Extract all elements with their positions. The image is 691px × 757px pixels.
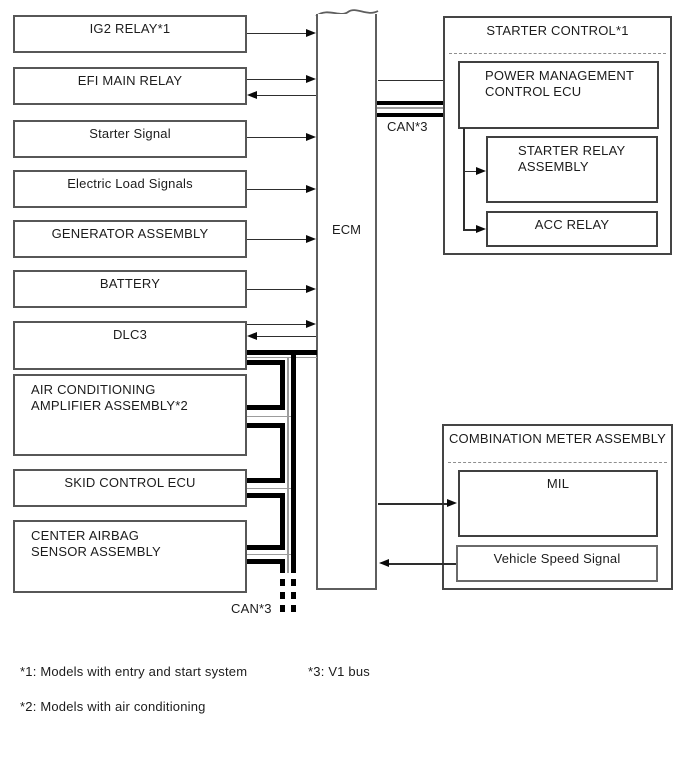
arrowhead-ecm-to-dlc3 bbox=[247, 331, 257, 340]
can-bus-vertical-left-bar-seg1 bbox=[280, 360, 285, 410]
arrowhead-starter-signal-to-ecm bbox=[306, 132, 316, 141]
can-branch-skid-center-line bbox=[246, 487, 291, 490]
arrowhead-generator-to-ecm bbox=[306, 234, 316, 243]
line-vehicle-speed-to-ecm bbox=[388, 563, 456, 565]
box-starter-signal: Starter Signal bbox=[13, 120, 247, 158]
ecm-box bbox=[315, 14, 378, 590]
box-mil: MIL bbox=[458, 470, 658, 537]
line-electric-load-to-ecm bbox=[247, 188, 308, 190]
line-efi-to-ecm bbox=[247, 79, 308, 81]
line-to-starter-relay bbox=[463, 170, 479, 173]
arrowhead-to-acc-relay bbox=[476, 225, 486, 234]
line-ecm-to-efi bbox=[256, 95, 316, 97]
can-bus-dash bbox=[290, 592, 296, 599]
can-branch-ac-top-bar bbox=[246, 405, 285, 410]
can-bus-dash bbox=[279, 605, 285, 612]
starter-control-title: STARTER CONTROL*1 bbox=[486, 23, 629, 38]
line-dlc3-to-ecm bbox=[247, 324, 308, 326]
can-bus-vertical-left-bar-seg2 bbox=[280, 422, 285, 483]
arrowhead-electric-load-to-ecm bbox=[306, 184, 316, 193]
box-center-airbag-sensor: CENTER AIRBAG SENSOR ASSEMBLY bbox=[13, 520, 247, 593]
line-to-acc-relay bbox=[463, 229, 479, 231]
can-bus-dash bbox=[279, 579, 285, 586]
can-bus-dlc3-bottom-bar bbox=[246, 360, 285, 365]
box-acc-relay: ACC RELAY bbox=[486, 210, 658, 247]
footnote-3: *3: V1 bus bbox=[308, 664, 370, 679]
box-electric-load-signals: Electric Load Signals bbox=[13, 170, 247, 208]
arrowhead-efi-to-ecm bbox=[306, 75, 316, 83]
can-bus-dlc3-center-line bbox=[246, 356, 317, 358]
box-starter-relay-assembly: STARTER RELAY ASSEMBLY bbox=[486, 136, 658, 203]
line-generator-to-ecm bbox=[247, 238, 308, 240]
starter-control-divider bbox=[449, 53, 666, 54]
arrowhead-vehicle-speed-to-ecm bbox=[379, 559, 389, 568]
can-bus-vertical-left-bar-seg3 bbox=[280, 493, 285, 550]
line-ecm-to-power-management bbox=[378, 79, 448, 81]
box-ig2-relay: IG2 RELAY*1 bbox=[13, 15, 247, 53]
arrowhead-ig2-to-ecm bbox=[306, 29, 316, 37]
box-air-conditioning-amplifier: AIR CONDITIONING AMPLIFIER ASSEMBLY*2 bbox=[13, 374, 247, 456]
box-battery: BATTERY bbox=[13, 270, 247, 308]
combination-meter-divider bbox=[448, 462, 667, 463]
can-branch-skid-top-bar bbox=[246, 478, 285, 483]
footnote-1: *1: Models with entry and start system bbox=[20, 664, 248, 679]
line-starter-signal-to-ecm bbox=[247, 136, 308, 138]
can-bus-vertical-center-line bbox=[287, 356, 289, 573]
line-ecm-to-dlc3 bbox=[256, 335, 316, 337]
can-bus-vertical-left-bar-seg4 bbox=[280, 558, 285, 573]
can-branch-ac-center-line bbox=[246, 415, 291, 418]
can-branch-airbag-bottom-bar bbox=[246, 558, 285, 564]
can-bus-vertical-right-bar bbox=[290, 354, 296, 573]
combination-meter-title: COMBINATION METER ASSEMBLY bbox=[448, 431, 667, 446]
arrowhead-to-starter-relay bbox=[476, 166, 486, 175]
arrowhead-ecm-to-mil bbox=[447, 499, 457, 508]
line-power-management-tee bbox=[463, 128, 465, 230]
line-battery-to-ecm bbox=[247, 288, 308, 290]
can-branch-ac-bottom-bar bbox=[246, 422, 285, 428]
box-dlc3: DLC3 bbox=[13, 321, 247, 370]
footnote-2: *2: Models with air conditioning bbox=[20, 699, 206, 714]
arrowhead-dlc3-to-ecm bbox=[306, 320, 316, 328]
can-bus-right-center-line bbox=[377, 107, 459, 109]
box-efi-main-relay: EFI MAIN RELAY bbox=[13, 67, 247, 105]
can-bus-dlc3-top-bar bbox=[246, 350, 317, 355]
box-generator-assembly: GENERATOR ASSEMBLY bbox=[13, 220, 247, 258]
box-vehicle-speed-signal: Vehicle Speed Signal bbox=[456, 545, 658, 582]
can-branch-airbag-center-line bbox=[246, 554, 291, 556]
can-bus-right-top-bar bbox=[377, 100, 459, 105]
can-bus-dash bbox=[279, 592, 285, 599]
ecm-label: ECM bbox=[332, 222, 361, 237]
line-ig2-to-ecm bbox=[247, 33, 308, 35]
can-bus-dash bbox=[290, 605, 296, 612]
can-bus-right-bottom-bar bbox=[377, 112, 459, 117]
arrowhead-battery-to-ecm bbox=[306, 284, 316, 293]
can-label-right: CAN*3 bbox=[387, 119, 428, 134]
can-bus-dash bbox=[290, 579, 296, 586]
box-power-management-control-ecu: POWER MANAGEMENT CONTROL ECU bbox=[458, 60, 659, 129]
arrowhead-ecm-to-efi bbox=[247, 91, 257, 99]
line-ecm-to-mil bbox=[378, 503, 448, 505]
box-skid-control-ecu: SKID CONTROL ECU bbox=[13, 469, 247, 507]
can-branch-skid-bottom-bar bbox=[246, 493, 285, 498]
can-label-bottom: CAN*3 bbox=[231, 601, 272, 616]
can-branch-airbag-top-bar bbox=[246, 545, 285, 550]
ecm-break-line bbox=[315, 9, 379, 17]
